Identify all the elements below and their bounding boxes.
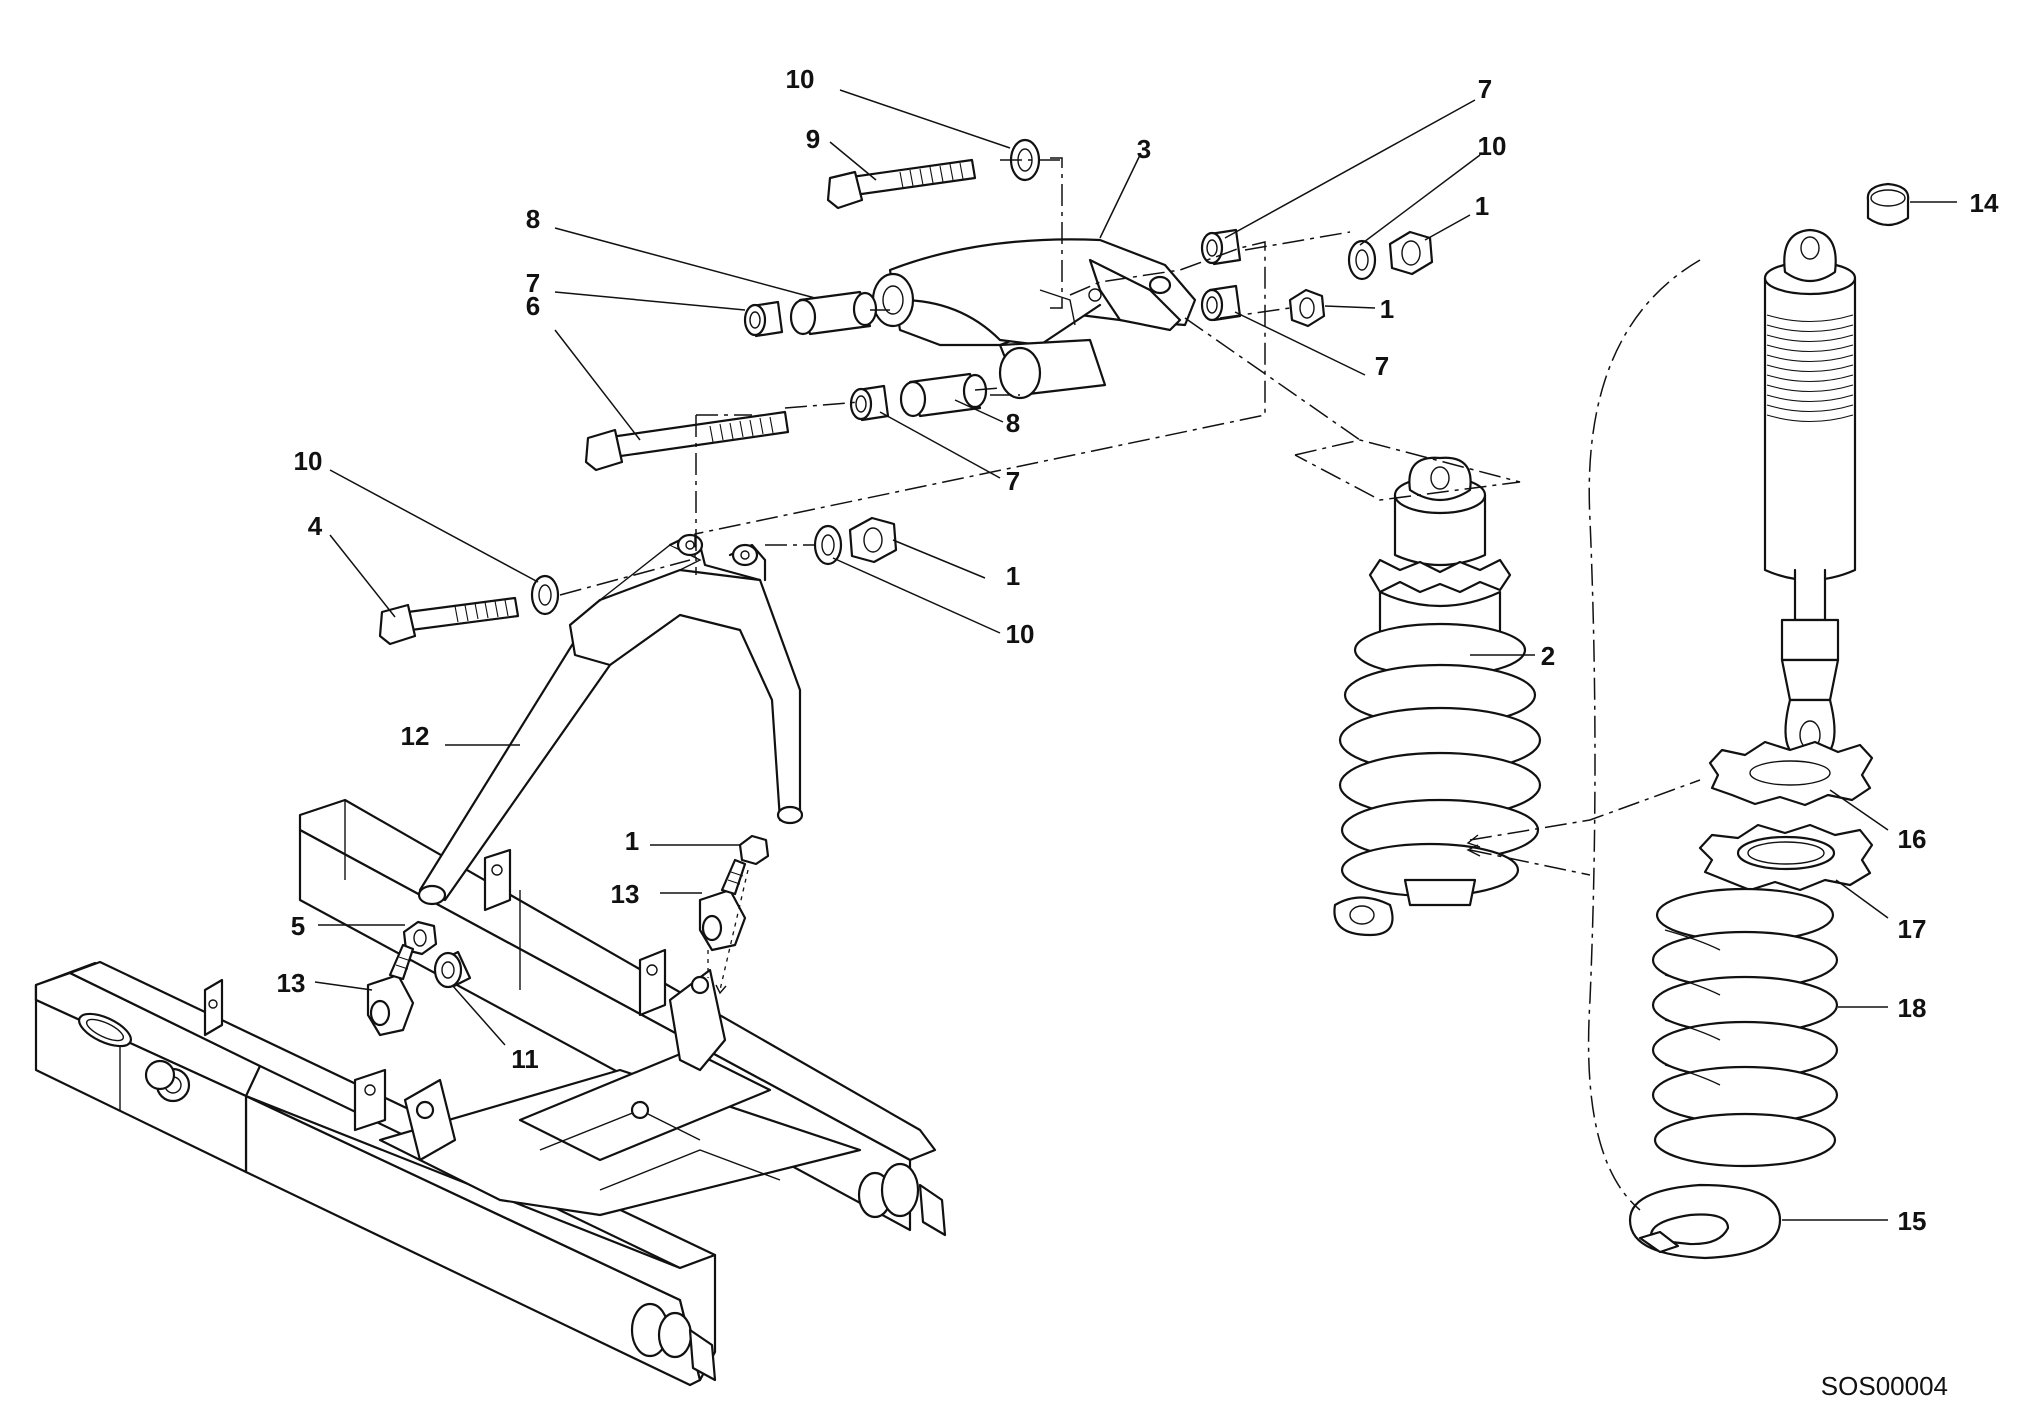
callout-10-top: 10 bbox=[786, 64, 815, 94]
bolt-9 bbox=[826, 158, 977, 210]
bolt-4 bbox=[378, 596, 520, 646]
clevis-13-right bbox=[698, 858, 747, 952]
callout-10-middle: 10 bbox=[1006, 619, 1035, 649]
callout-10-right: 10 bbox=[1478, 131, 1507, 161]
callout-15: 15 bbox=[1898, 1206, 1927, 1236]
callout-18: 18 bbox=[1898, 993, 1927, 1023]
bushing-14 bbox=[1866, 182, 1910, 227]
callout-1-middle: 1 bbox=[1006, 561, 1020, 591]
callout-7-lower: 7 bbox=[1006, 466, 1020, 496]
callout-6: 6 bbox=[526, 291, 540, 321]
callout-7-right-lower: 7 bbox=[1375, 351, 1389, 381]
adjuster-ring-17 bbox=[1698, 823, 1874, 892]
callout-1-lower: 1 bbox=[625, 826, 639, 856]
nut-1-right-upper bbox=[1388, 230, 1434, 276]
callout-13-left: 13 bbox=[277, 968, 306, 998]
callout-7-left: 7 bbox=[526, 268, 540, 298]
callout-5: 5 bbox=[291, 911, 305, 941]
rocker-3 bbox=[871, 238, 1197, 400]
callout-13-right: 13 bbox=[611, 879, 640, 909]
leader-lines bbox=[314, 89, 1957, 1221]
nut-1-lower bbox=[738, 834, 770, 866]
nut-1-middle bbox=[848, 516, 898, 564]
washer-10-right bbox=[1347, 239, 1377, 281]
washer-10-left bbox=[530, 574, 560, 616]
drawing-code: SOS00004 bbox=[1821, 1371, 1948, 1401]
callout-8-lower: 8 bbox=[1006, 408, 1020, 438]
shock-body-exploded bbox=[1763, 228, 1857, 762]
callout-16: 16 bbox=[1898, 824, 1927, 854]
spacer-8-lower bbox=[899, 372, 988, 418]
bushing-7-upper-left bbox=[743, 300, 784, 338]
callout-8-upper: 8 bbox=[526, 204, 540, 234]
callout-labels: 10 9 8 7 6 3 7 10 1 1 7 8 7 10 4 1 10 2 … bbox=[277, 64, 1999, 1236]
callout-9: 9 bbox=[806, 124, 820, 154]
callout-17: 17 bbox=[1898, 914, 1927, 944]
callout-14: 14 bbox=[1970, 188, 1999, 218]
bushing-7-lower-left bbox=[849, 384, 890, 422]
coil-spring-18 bbox=[1651, 887, 1839, 1168]
clevis-13-left bbox=[366, 943, 415, 1037]
spacer-11 bbox=[433, 950, 472, 989]
nut-1-right-lower bbox=[1288, 288, 1326, 328]
callout-1-right-lower: 1 bbox=[1380, 294, 1394, 324]
lock-ring-16 bbox=[1708, 740, 1874, 807]
alignment-lines bbox=[559, 157, 1701, 1211]
callout-11: 11 bbox=[511, 1044, 539, 1074]
callout-4: 4 bbox=[308, 511, 323, 541]
callout-1-right-upper: 1 bbox=[1475, 191, 1489, 221]
spacer-8-upper bbox=[789, 290, 878, 336]
callout-2: 2 bbox=[1541, 641, 1555, 671]
callout-3: 3 bbox=[1137, 134, 1151, 164]
shock-2-coil-spring bbox=[1338, 622, 1542, 898]
tie-rod-12 bbox=[417, 533, 804, 906]
washer-10-middle bbox=[813, 524, 843, 566]
spring-retainer-15 bbox=[1628, 1183, 1782, 1260]
callout-7-top-right: 7 bbox=[1478, 74, 1492, 104]
callout-12: 12 bbox=[401, 721, 430, 751]
bushing-7-lower-right bbox=[1200, 284, 1242, 322]
shock-absorber-2 bbox=[1333, 456, 1542, 937]
callout-10-left: 10 bbox=[294, 446, 323, 476]
swingarm bbox=[34, 798, 947, 1387]
bushing-7-upper-right bbox=[1200, 228, 1242, 266]
bolt-6 bbox=[584, 410, 790, 472]
